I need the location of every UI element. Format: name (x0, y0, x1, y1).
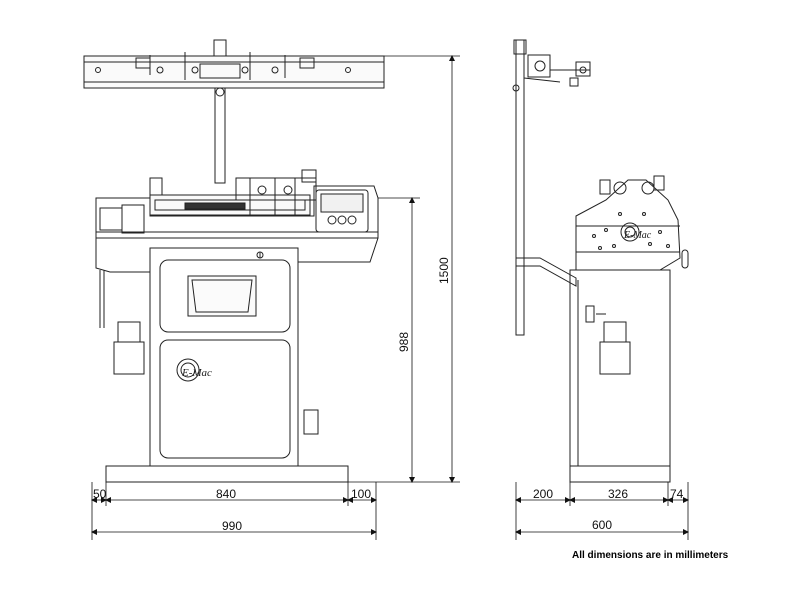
control-knob (338, 216, 346, 224)
side-view: E-Mac (513, 40, 688, 482)
control-knob (348, 216, 356, 224)
side-dimension-labels: 200 326 74 600 (533, 487, 684, 532)
side-support-pole (516, 40, 524, 335)
display-screen (321, 194, 363, 212)
svg-text:E-Mac: E-Mac (623, 230, 652, 241)
side-arm-bracket (516, 258, 576, 286)
machine-head (96, 186, 378, 238)
svg-text:E-Mac: E-Mac (181, 367, 212, 379)
dim-988: 988 (397, 332, 411, 352)
support-pole (215, 88, 225, 183)
dim-100: 100 (351, 487, 371, 501)
units-note: All dimensions are in millimeters (572, 550, 729, 561)
front-dimension-labels: 50 840 100 990 988 1500 (93, 257, 451, 533)
oil-tank (118, 322, 140, 342)
side-machine-base (570, 466, 670, 482)
carriage (150, 170, 316, 215)
viewing-window (188, 276, 256, 316)
front-window-panel (160, 260, 290, 332)
dim-200: 200 (533, 487, 553, 501)
yarn-carrier-bar (84, 40, 384, 88)
dim-50: 50 (93, 487, 107, 501)
emac-logo: E-Mac (177, 359, 212, 381)
dim-600: 600 (592, 518, 612, 532)
lower-door (160, 340, 290, 458)
dim-840: 840 (216, 487, 236, 501)
side-handle (682, 250, 688, 268)
side-dimensions (515, 482, 689, 540)
side-machine-head: E-Mac (576, 176, 688, 270)
machine-body: E-Mac (96, 238, 378, 466)
front-view: E-Mac (84, 40, 384, 482)
dim-990: 990 (222, 519, 242, 533)
machine-base (106, 466, 348, 482)
side-yarn-feeder (513, 55, 590, 91)
front-dimensions (91, 55, 460, 540)
dim-74: 74 (670, 487, 684, 501)
dim-326: 326 (608, 487, 628, 501)
control-panel (316, 190, 368, 232)
dim-1500: 1500 (437, 257, 451, 284)
side-oil-tank (604, 322, 626, 342)
control-knob (328, 216, 336, 224)
side-cabinet (570, 270, 670, 466)
